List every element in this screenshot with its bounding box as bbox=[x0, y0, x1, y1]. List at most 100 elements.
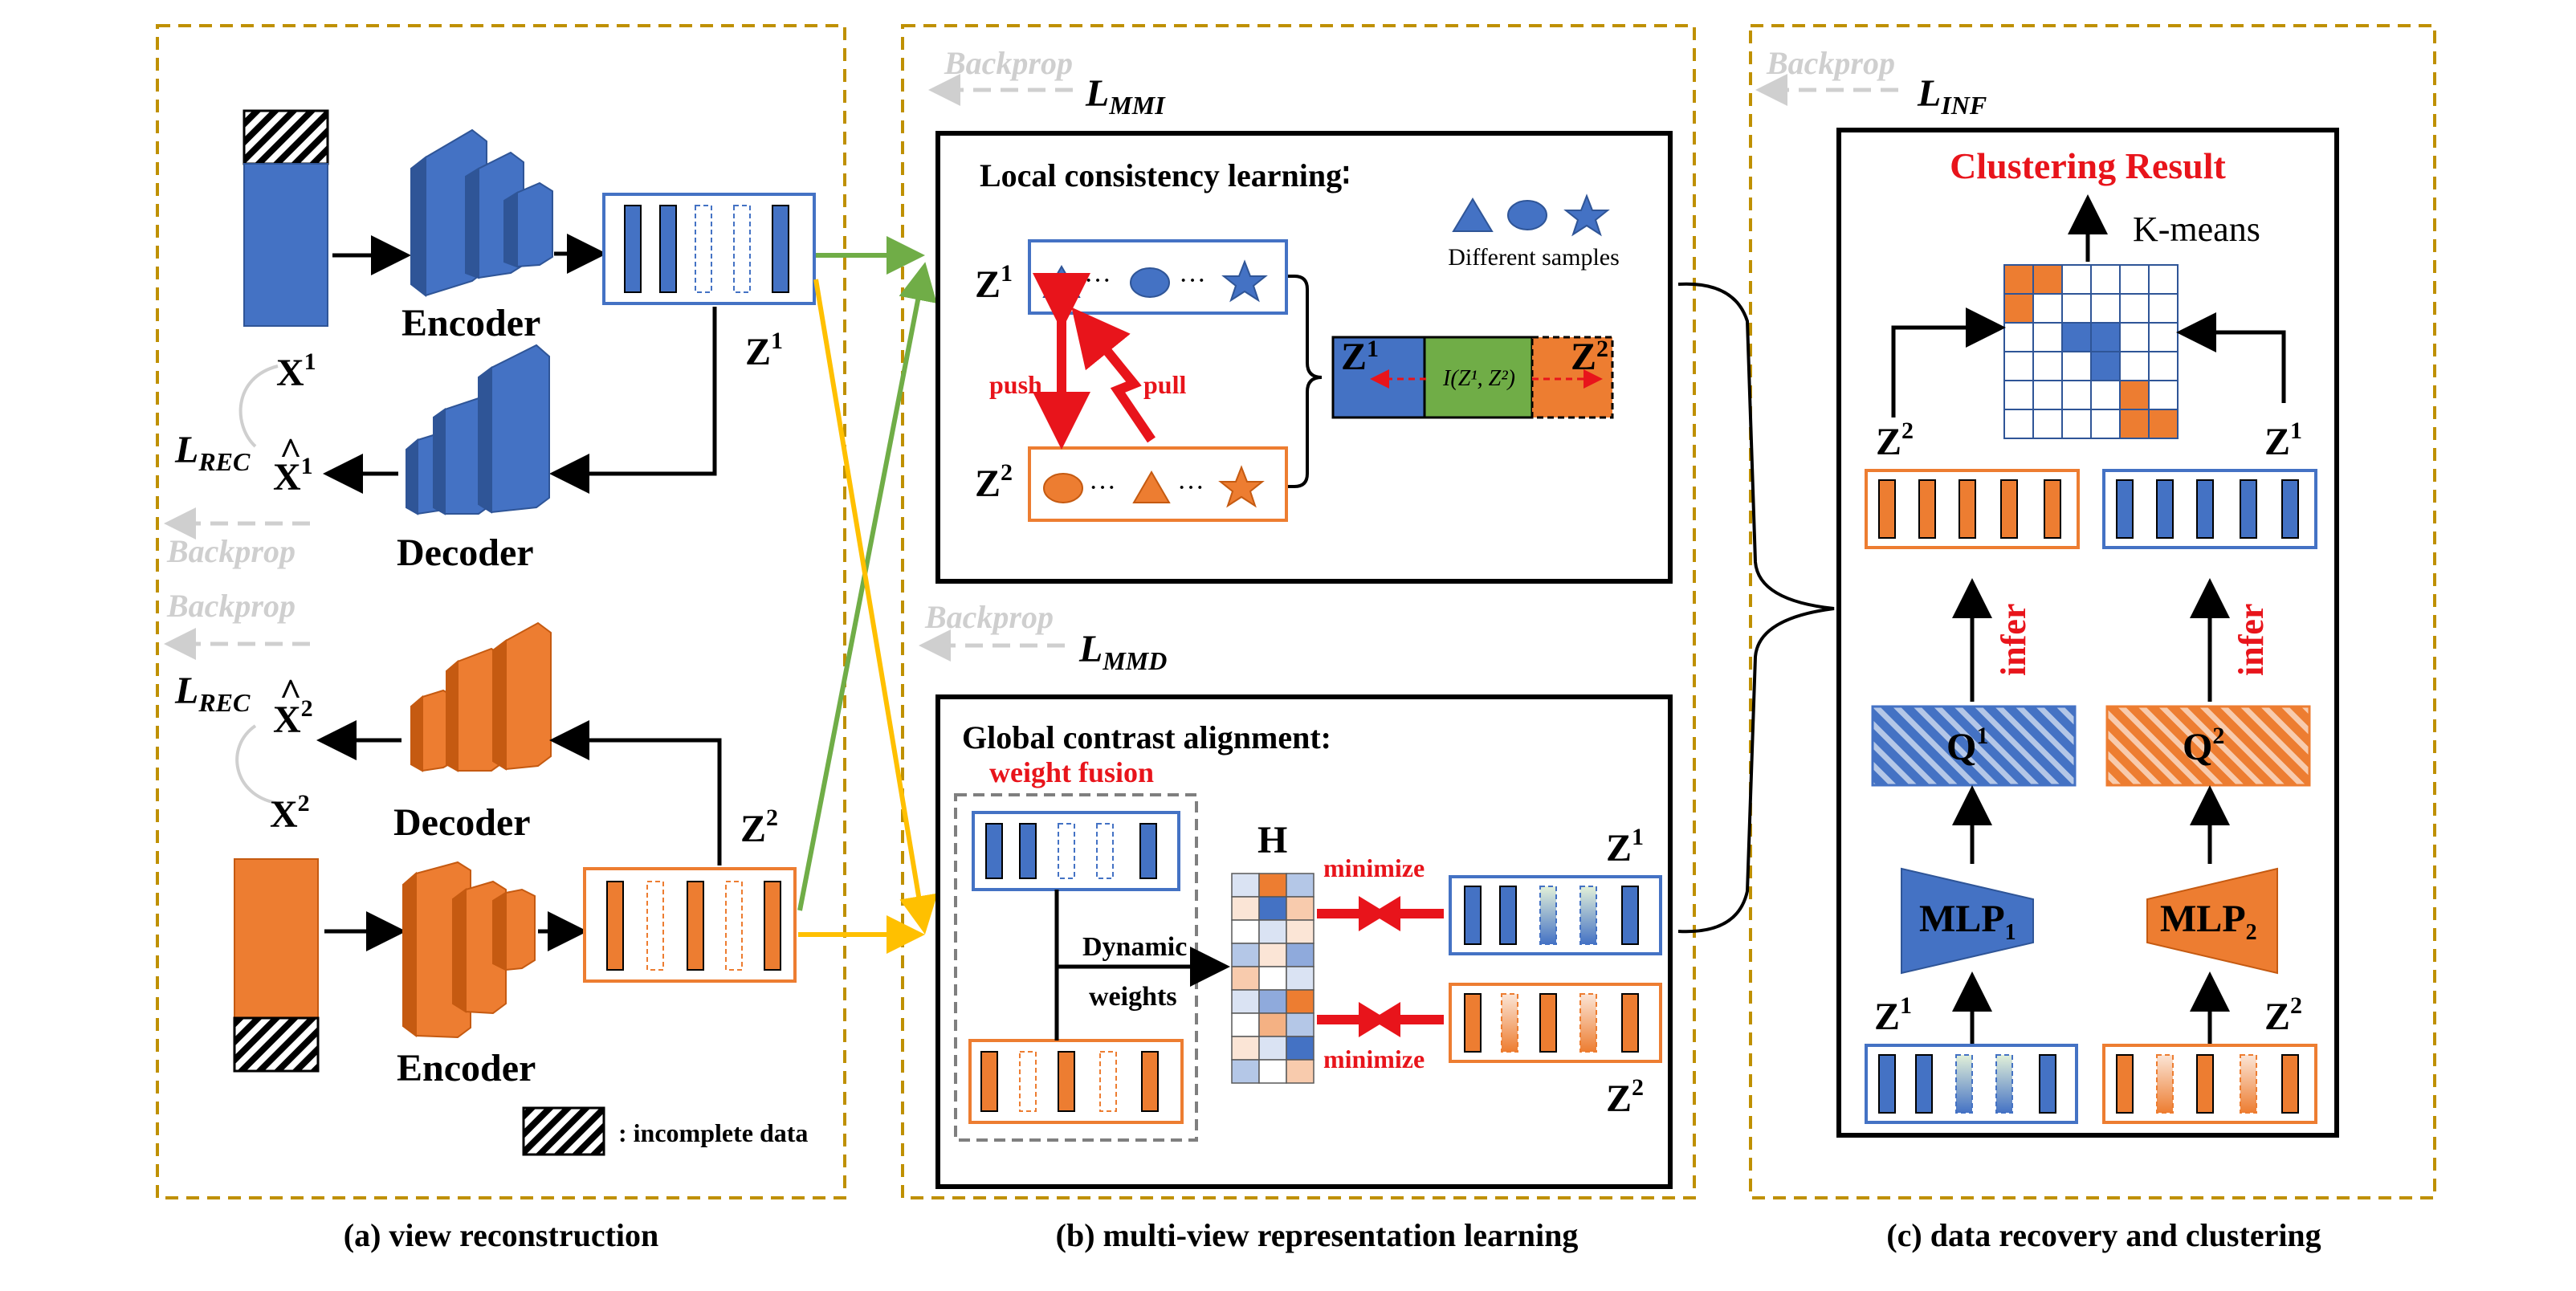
backprop-label-c: Backprop bbox=[1766, 45, 1895, 81]
h-matrix bbox=[1231, 873, 1314, 1084]
z1-label-c-bottom: Z1 bbox=[1874, 992, 1912, 1038]
z2-label-a: Z2 bbox=[740, 804, 778, 850]
global-alignment-title: Global contrast alignment: bbox=[962, 719, 1331, 755]
x1-hat-caret: ^ bbox=[279, 430, 302, 473]
decoder-2 bbox=[410, 621, 552, 772]
mi-formula: I(Z¹, Z²) bbox=[1442, 366, 1515, 391]
panel-a-frame bbox=[156, 24, 846, 1199]
star-marker-icon bbox=[1563, 193, 1610, 237]
backprop-label-b1: Backprop bbox=[944, 45, 1073, 81]
weight-fusion-label: weight fusion bbox=[989, 756, 1154, 788]
z2-triangle bbox=[1132, 470, 1171, 503]
infer-label-right: infer bbox=[2232, 604, 2271, 676]
minimize-label-top: minimize bbox=[1323, 853, 1425, 882]
pull-label: pull bbox=[1143, 370, 1186, 399]
encoder-1 bbox=[410, 128, 553, 298]
arrow-yellow-z1-global bbox=[813, 279, 938, 935]
panel-b-caption: (b) multi-view representation learning bbox=[1056, 1217, 1579, 1253]
x2-label: X2 bbox=[270, 790, 310, 836]
encoder-2-label: Encoder bbox=[397, 1047, 536, 1089]
decoder-1-label: Decoder bbox=[397, 531, 534, 574]
z2-circle bbox=[1043, 473, 1083, 503]
z1-dots-1: ··· bbox=[1084, 266, 1111, 295]
encoder-1-label: Encoder bbox=[401, 302, 540, 344]
mlp2-label: MLP2 bbox=[2160, 898, 2257, 945]
x1-input-block bbox=[243, 163, 328, 327]
brace-to-clustering bbox=[1677, 282, 1835, 934]
q1-label: Q1 bbox=[1946, 723, 1988, 768]
clustering-result-title: Clustering Result bbox=[1950, 145, 2226, 186]
z1-circle bbox=[1130, 267, 1170, 298]
global-z1-cells bbox=[1464, 886, 1639, 945]
c-z2-cells-bottom bbox=[2116, 1054, 2299, 1114]
mi-block-overlap bbox=[1423, 336, 1534, 419]
decoder-1 bbox=[406, 344, 550, 515]
mlp2-shape bbox=[2146, 867, 2278, 975]
x1-label: X1 bbox=[276, 348, 316, 394]
mlp1-label: MLP1 bbox=[1919, 898, 2016, 945]
x2-missing-block bbox=[233, 1016, 320, 1073]
loss-rec-1: LREC bbox=[174, 429, 251, 476]
arrow-z1-to-matrix bbox=[2176, 312, 2286, 403]
z2-star bbox=[1218, 465, 1265, 508]
loss-rec-2: LREC bbox=[174, 670, 251, 717]
z2-latent-cells bbox=[606, 881, 781, 971]
panel-b-frame bbox=[901, 24, 1696, 1199]
brace-local bbox=[1288, 275, 1323, 488]
weights-label: weights bbox=[1089, 982, 1177, 1012]
loss-mmi: LMMI bbox=[1085, 72, 1166, 120]
rec-2-link bbox=[235, 724, 277, 804]
minimize-arrow-bottom bbox=[1317, 1002, 1444, 1037]
z2-dots-1: ··· bbox=[1089, 473, 1116, 503]
z2-label-local: Z2 bbox=[975, 459, 1013, 505]
x1-missing-block bbox=[243, 109, 329, 165]
rec-1-link bbox=[238, 364, 279, 448]
z1-label-global: Z1 bbox=[1606, 824, 1644, 869]
kmeans-label: K-means bbox=[2133, 210, 2260, 249]
loss-mmd: LMMD bbox=[1078, 628, 1167, 675]
dynamic-label: Dynamic bbox=[1082, 932, 1187, 962]
mlp1-shape bbox=[1901, 867, 2034, 975]
z1-label-local: Z1 bbox=[975, 260, 1013, 306]
z1-label-c-top: Z1 bbox=[2264, 417, 2302, 463]
global-z2-cells bbox=[1464, 993, 1639, 1053]
z1-label-a: Z1 bbox=[745, 328, 783, 373]
different-samples-label: Different samples bbox=[1448, 244, 1620, 271]
backprop-label-a2: Backprop bbox=[166, 588, 296, 624]
z1-star bbox=[1221, 259, 1268, 303]
panel-a-caption: (a) view reconstruction bbox=[344, 1217, 659, 1253]
z2-label-c-bottom: Z2 bbox=[2264, 992, 2302, 1038]
h-label: H bbox=[1257, 819, 1287, 861]
arrow-z2-to-matrix bbox=[1891, 307, 2006, 417]
triangle-marker-icon bbox=[1452, 198, 1494, 232]
push-label: push bbox=[989, 370, 1042, 399]
panel-c-caption: (c) data recovery and clustering bbox=[1886, 1217, 2321, 1253]
legend-hatch-icon bbox=[522, 1106, 605, 1156]
legend-incomplete-label: : incomplete data bbox=[618, 1118, 808, 1147]
c-z1-cells-top bbox=[2116, 479, 2299, 539]
decoder-2-label: Decoder bbox=[393, 801, 531, 844]
mi-z1-label: Z1 bbox=[1341, 336, 1379, 378]
local-consistency-title: Local consistency learning∶ bbox=[980, 157, 1351, 193]
x1-hat-label: X1 bbox=[273, 453, 313, 499]
fusion-z2-cells bbox=[980, 1051, 1159, 1112]
arrow-z2-decoder bbox=[549, 720, 722, 865]
q2-label: Q2 bbox=[2183, 723, 2224, 768]
cluster-matrix bbox=[2003, 264, 2179, 439]
z2-label-global: Z2 bbox=[1606, 1074, 1644, 1120]
pull-arrow bbox=[1071, 307, 1156, 443]
z1-dots-2: ··· bbox=[1179, 266, 1206, 295]
c-z1-cells-bottom bbox=[1878, 1054, 2056, 1114]
loss-inf: LINF bbox=[1917, 72, 1987, 120]
circle-marker-icon bbox=[1507, 200, 1547, 230]
fusion-z1-cells bbox=[985, 823, 1157, 879]
x2-hat-caret: ^ bbox=[279, 671, 302, 714]
c-z2-cells-top bbox=[1878, 479, 2061, 539]
infer-label-left: infer bbox=[1994, 604, 2033, 676]
z1-latent-cells bbox=[624, 205, 789, 293]
minimize-label-bottom: minimize bbox=[1323, 1045, 1425, 1073]
panel-c-frame bbox=[1749, 24, 2436, 1199]
z2-label-c-top: Z2 bbox=[1876, 417, 1914, 463]
z2-dots-2: ··· bbox=[1177, 473, 1204, 503]
